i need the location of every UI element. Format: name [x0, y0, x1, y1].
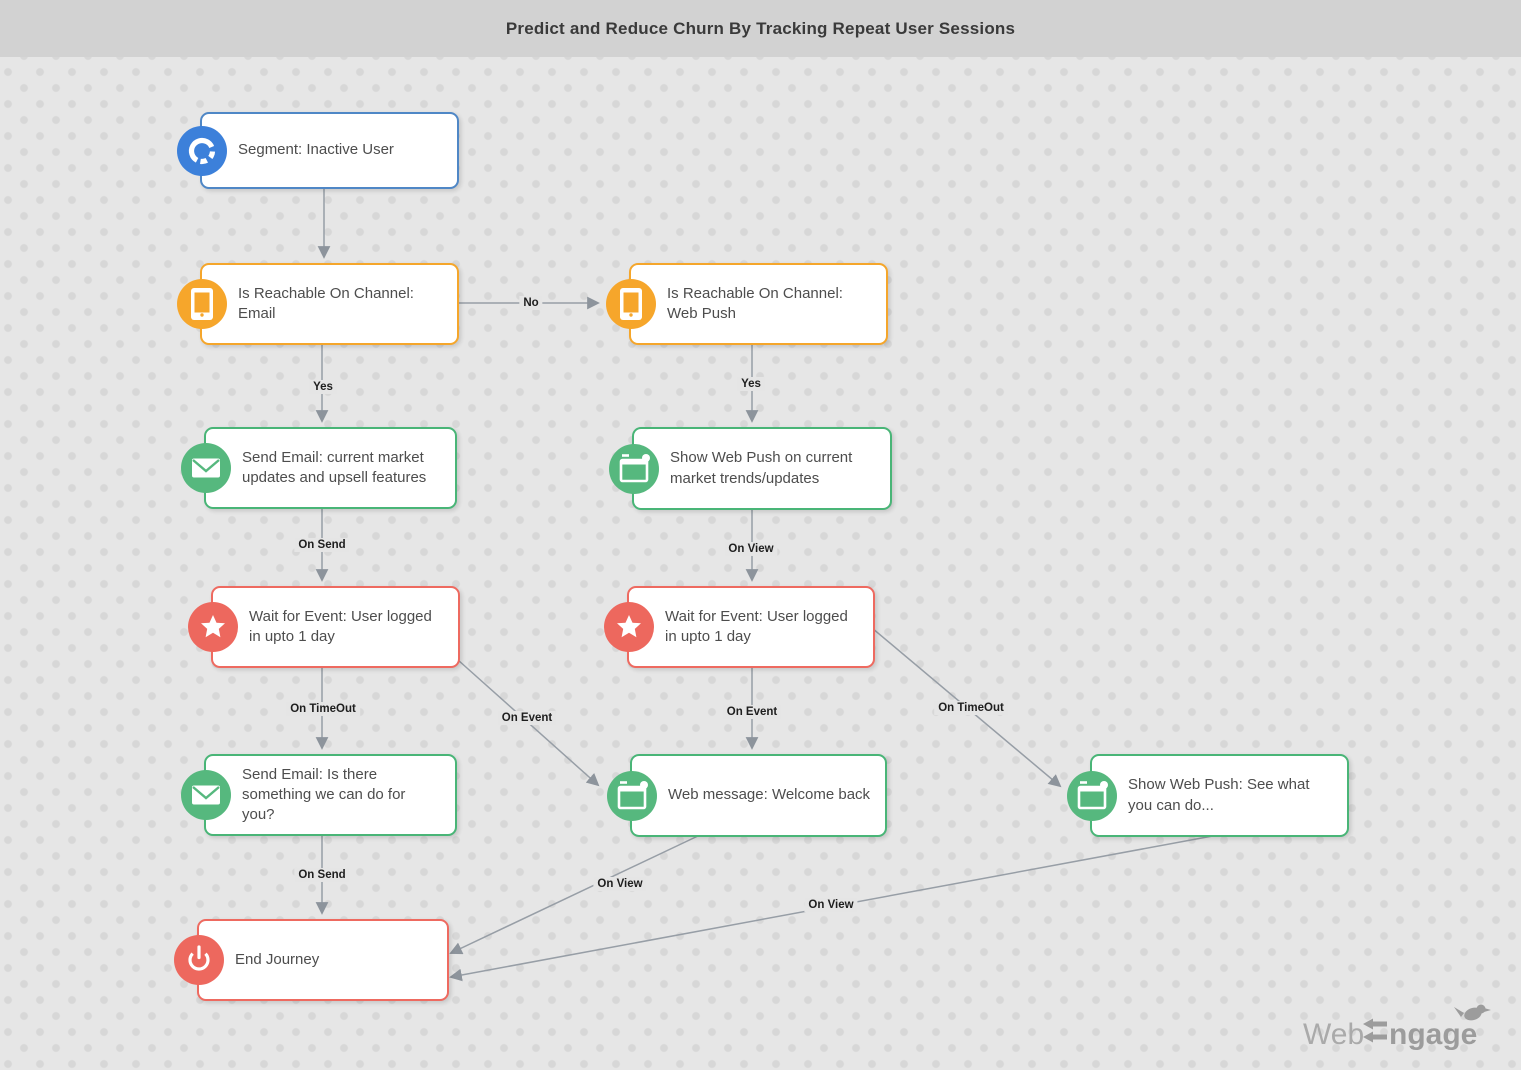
- node-reachable-webpush[interactable]: Is Reachable On Channel: Web Push: [606, 263, 888, 345]
- node-show-webpush-trends[interactable]: Show Web Push on current market trends/u…: [609, 427, 892, 510]
- email-icon: [181, 770, 231, 820]
- edge-label-on-timeout-2: On TimeOut: [934, 701, 1008, 715]
- node-label: Web message: Welcome back: [668, 786, 871, 804]
- star-icon: [188, 602, 238, 652]
- edge-label-on-send-1: On Send: [294, 538, 350, 552]
- edge-label-on-view-1: On View: [724, 542, 778, 556]
- logo-text-ngage: ngage: [1389, 1018, 1477, 1051]
- node-send-email-something[interactable]: Send Email: Is there something we can do…: [181, 754, 457, 836]
- logo-text-web: Web: [1303, 1018, 1364, 1051]
- node-label: Segment: Inactive User: [238, 141, 394, 159]
- webengage-logo: Web ngage: [1303, 1004, 1493, 1056]
- node-label: End Journey: [235, 950, 320, 968]
- node-wait-event-right[interactable]: Wait for Event: User logged in upto 1 da…: [604, 586, 875, 668]
- node-send-email-market-updates[interactable]: Send Email: current market updates and u…: [181, 427, 457, 509]
- node-show-webpush-see-what[interactable]: Show Web Push: See what you can do...: [1067, 754, 1349, 837]
- logo-bird-icon: [1454, 1004, 1491, 1021]
- node-label: Show Web Push on current market trends/u…: [670, 449, 853, 487]
- journey-title-bar: Predict and Reduce Churn By Tracking Rep…: [0, 0, 1521, 57]
- edge-label-yes-right: Yes: [737, 377, 765, 391]
- mobile-icon: [177, 279, 227, 329]
- edge-label-no: No: [519, 296, 543, 310]
- mobile-icon: [606, 279, 656, 329]
- edge-label-on-view-2: On View: [593, 877, 647, 891]
- node-segment-inactive-user[interactable]: Segment: Inactive User: [177, 112, 459, 189]
- webengage-logo-graphic: Web ngage: [1303, 1004, 1491, 1051]
- node-wait-event-left[interactable]: Wait for Event: User logged in upto 1 da…: [188, 586, 460, 668]
- node-label: Show Web Push: See what you can do...: [1128, 776, 1310, 814]
- node-label: Send Email: current market updates and u…: [242, 448, 427, 486]
- node-label: Is Reachable On Channel: Web Push: [667, 284, 843, 322]
- webpush-icon: [609, 443, 659, 494]
- node-label: Is Reachable On Channel: Email: [238, 284, 414, 322]
- webpush-icon: [607, 770, 657, 821]
- page-title: Predict and Reduce Churn By Tracking Rep…: [505, 18, 1016, 38]
- edge-label-on-event-2: On Event: [722, 705, 782, 719]
- node-reachable-email[interactable]: Is Reachable On Channel: Email: [177, 263, 459, 345]
- node-web-message-welcome[interactable]: Web message: Welcome back: [607, 754, 887, 837]
- edge-label-on-view-3: On View: [804, 898, 858, 912]
- edge-label-on-timeout-1: On TimeOut: [286, 702, 360, 716]
- star-icon: [604, 602, 654, 652]
- edge-label-on-send-2: On Send: [294, 868, 350, 882]
- power-icon: [174, 935, 224, 985]
- segment-icon: [177, 125, 227, 176]
- node-label: Wait for Event: User logged in upto 1 da…: [665, 607, 848, 645]
- email-icon: [181, 443, 231, 493]
- node-label: Send Email: Is there something we can do…: [242, 765, 406, 824]
- node-label: Wait for Event: User logged in upto 1 da…: [249, 607, 432, 645]
- webpush-icon: [1067, 770, 1117, 821]
- edge-label-on-event-1: On Event: [497, 711, 557, 725]
- edge-label-yes-left: Yes: [309, 380, 337, 394]
- node-end-journey[interactable]: End Journey: [174, 919, 449, 1001]
